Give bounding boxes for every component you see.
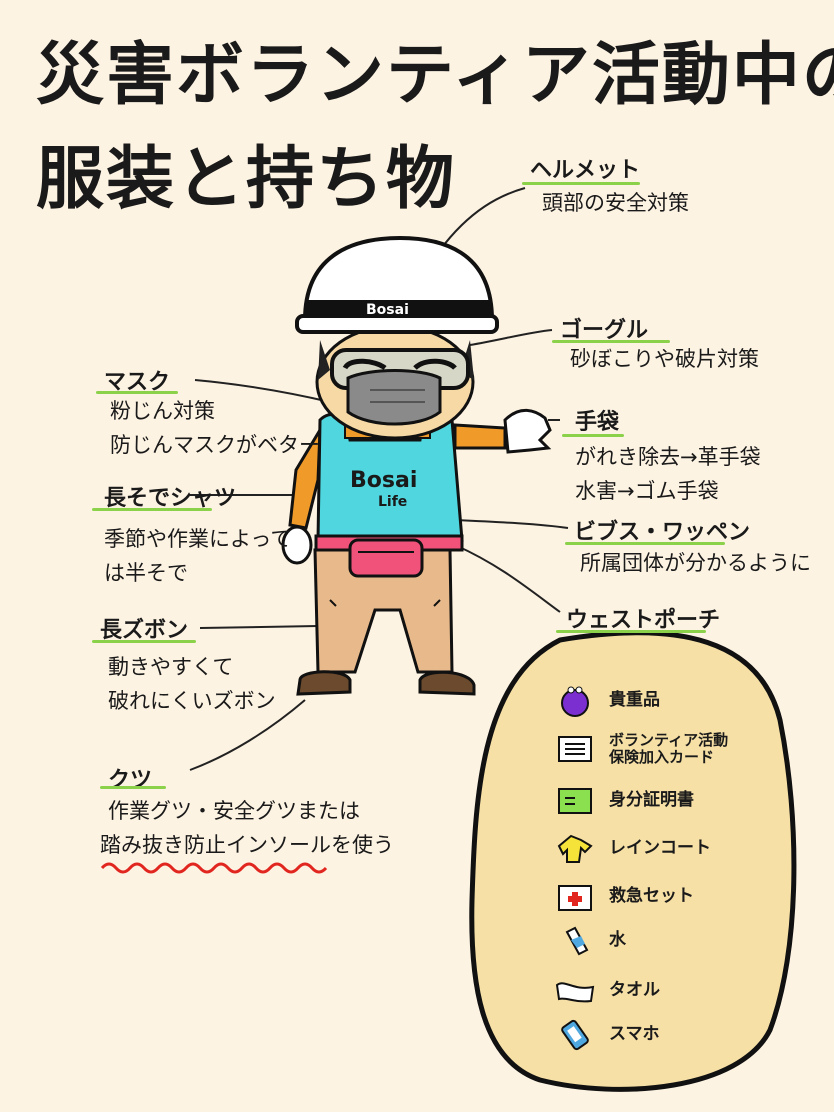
shoes-desc-2: 踏み抜き防止インソールを使う	[100, 833, 394, 857]
pouch-item: 身分証明書	[555, 784, 694, 818]
pouch-item: レインコート	[555, 832, 711, 866]
first-aid-icon	[555, 880, 595, 914]
helmet-desc: 頭部の安全対策	[542, 191, 689, 215]
mask-desc-2: 防じんマスクがベター	[110, 433, 320, 457]
pants-label: 長ズボン	[100, 618, 189, 643]
gloves-label: 手袋	[575, 410, 620, 435]
mask-label: マスク	[104, 370, 171, 395]
page-title-line1: 災害ボランティア活動中の	[36, 36, 834, 115]
id-card-icon	[555, 784, 595, 818]
bibs-label: ビブス・ワッペン	[574, 520, 751, 545]
goggle-label: ゴーグル	[560, 318, 649, 343]
helmet-logo: Bosai	[366, 302, 409, 318]
pouch-label: ウェストポーチ	[566, 608, 721, 633]
gloves-desc-2: 水害→ゴム手袋	[575, 479, 719, 503]
shoes-desc-1: 作業グツ・安全グツまたは	[108, 799, 360, 823]
purse-icon	[555, 684, 595, 718]
shirt-logo-sub: Life	[378, 494, 408, 510]
shirt-desc-2: は半そで	[104, 561, 188, 585]
pants-desc-1: 動きやすくて	[108, 655, 234, 679]
shoes-label: クツ	[108, 768, 153, 793]
helmet-label: ヘルメット	[530, 158, 641, 183]
smartphone-icon	[555, 1018, 595, 1052]
pouch-bag-shape	[469, 630, 797, 1092]
shirt-label: 長そでシャツ	[104, 486, 237, 511]
pants-desc-2: 破れにくいズボン	[108, 689, 276, 713]
gloves-desc-1: がれき除去→革手袋	[575, 445, 761, 469]
goggle-desc: 砂ぼこりや破片対策	[570, 347, 759, 371]
water-bottle-icon	[555, 924, 595, 958]
pouch-item: 水	[555, 924, 626, 958]
card-icon	[555, 732, 595, 766]
wavy-underline	[100, 862, 328, 874]
pouch-item: タオル	[555, 974, 660, 1008]
shirt-logo: Bosai	[350, 468, 418, 493]
shirt-desc-1: 季節や作業によって	[104, 527, 292, 551]
pouch-item: スマホ	[555, 1018, 660, 1052]
pouch-item: ボランティア活動保険加入カード	[555, 731, 739, 767]
pouch-item: 救急セット	[555, 880, 694, 914]
page-title-line2: 服装と持ち物	[36, 140, 457, 219]
leader-lines	[189, 187, 569, 771]
towel-icon	[555, 974, 595, 1008]
bibs-desc: 所属団体が分かるように	[580, 551, 811, 575]
pouch-item: 貴重品	[555, 684, 660, 718]
raincoat-icon	[555, 832, 595, 866]
mask-desc-1: 粉じん対策	[110, 399, 215, 423]
